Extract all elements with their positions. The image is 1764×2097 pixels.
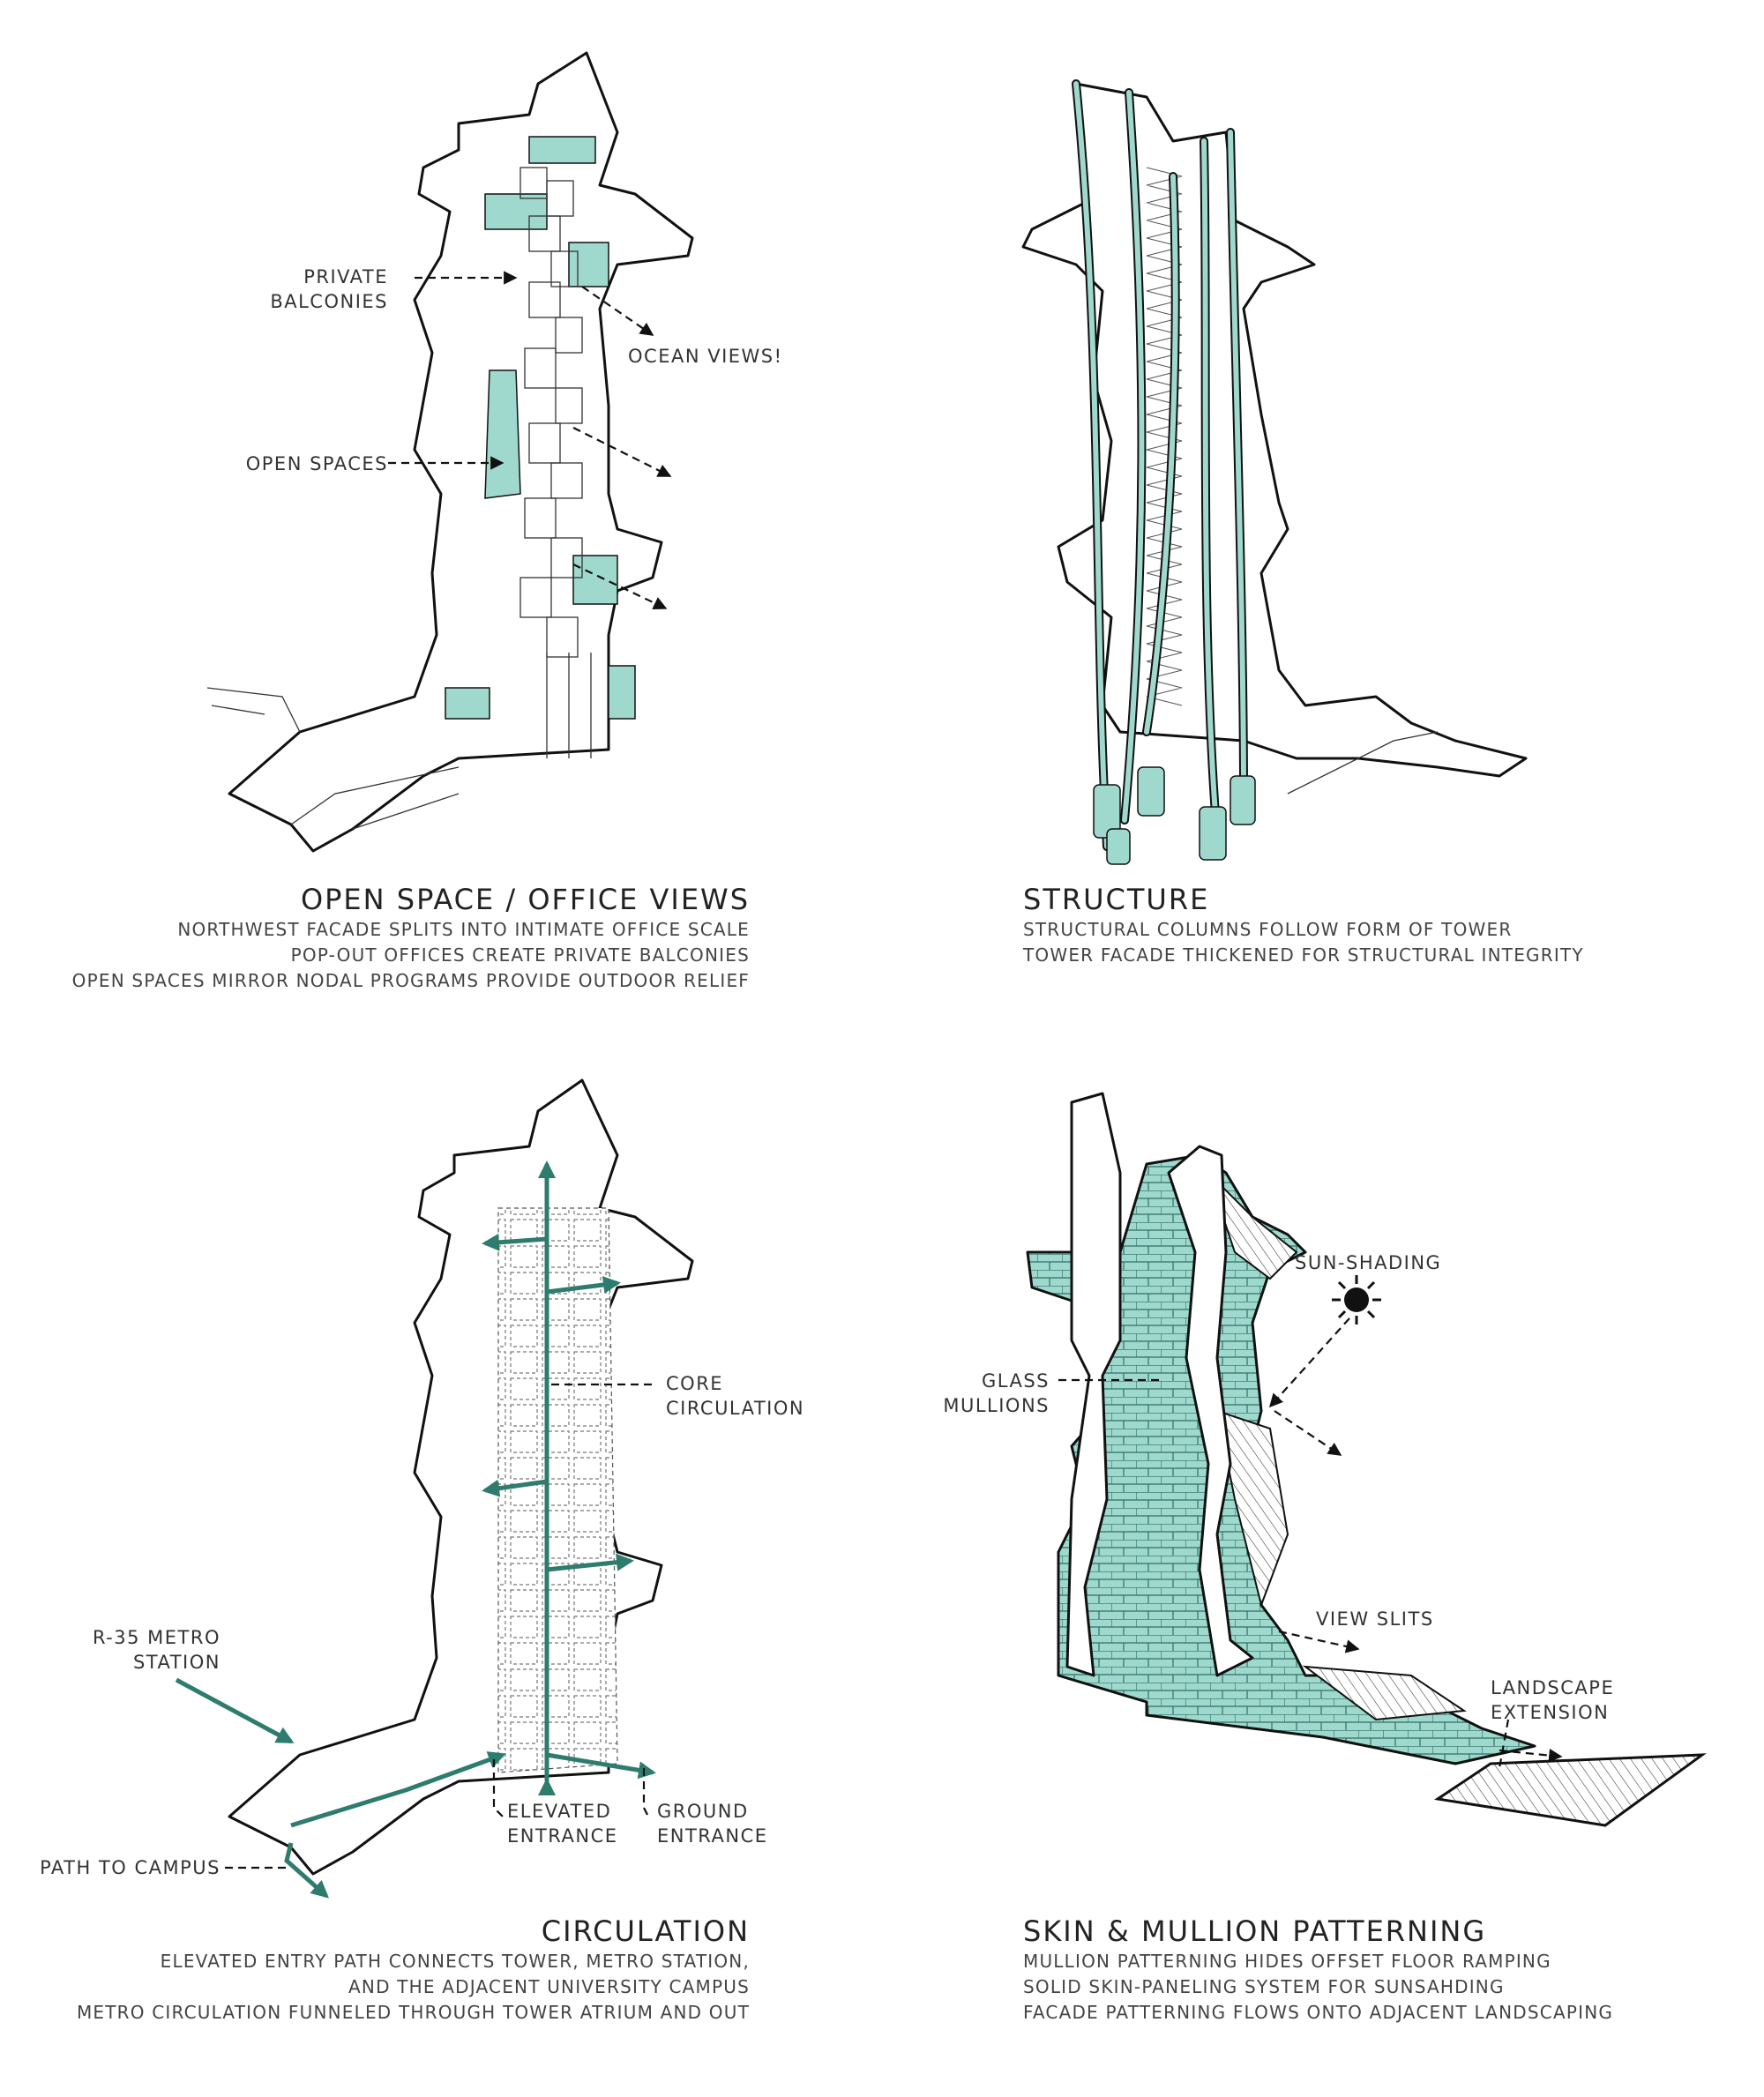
label-line: EXTENSION: [1491, 1702, 1610, 1723]
label-metro-station: R-35 METRO STATION: [53, 1625, 220, 1675]
core-atrium: [497, 1207, 618, 1773]
label-line: CIRCULATION: [666, 1398, 805, 1419]
tower-structure-drawing: [1021, 79, 1528, 865]
leader-ground: [642, 1768, 649, 1817]
label-path-to-campus: PATH TO CAMPUS: [40, 1857, 220, 1878]
label-landscape-extension: LANDSCAPE EXTENSION: [1491, 1675, 1614, 1725]
label-line: GROUND: [657, 1801, 749, 1822]
structural-columns: [1072, 79, 1248, 851]
landscape-extension: [1433, 1753, 1707, 1827]
sun-icon: [1332, 1275, 1381, 1325]
open-space-large: [484, 369, 521, 499]
leader-landscape: [1498, 1719, 1510, 1769]
label-sun-shading: SUN-SHADING: [1295, 1252, 1442, 1273]
label-line: BALCONIES: [270, 291, 388, 312]
label-line: ENTRANCE: [657, 1825, 768, 1847]
solid-skin-fin: [1065, 1092, 1122, 1677]
caption-line: TOWER FACADE THICKENED FOR STRUCTURAL IN…: [1023, 944, 1584, 966]
open-space: [568, 242, 609, 287]
caption-structure: STRUCTURE STRUCTURAL COLUMNS FOLLOW FORM…: [1023, 882, 1729, 968]
top-open-space: [528, 136, 596, 164]
open-space: [445, 687, 490, 720]
sun-reflect-arrow: [1274, 1410, 1342, 1456]
ocean-view-arrow: [572, 563, 668, 609]
caption-line: AND THE ADJACENT UNIVERSITY CAMPUS: [348, 1976, 750, 1997]
open-space: [484, 193, 548, 230]
sun-ray-arrow: [1268, 1317, 1350, 1408]
landscape-arrow: [1499, 1748, 1563, 1763]
caption-line: POP-OUT OFFICES CREATE PRIVATE BALCONIES: [290, 944, 750, 966]
ocean-view-arrow: [572, 427, 672, 477]
caption-line: SOLID SKIN-PANELING SYSTEM FOR SUNSAHDIN…: [1023, 1976, 1505, 1997]
caption-line: NORTHWEST FACADE SPLITS INTO INTIMATE OF…: [177, 919, 750, 940]
caption-open-space: OPEN SPACE / OFFICE VIEWS NORTHWEST FACA…: [44, 882, 750, 994]
circulation-arrows: [175, 1160, 656, 1899]
label-glass-mullions: GLASS MULLIONS: [917, 1369, 1050, 1418]
label-line: GLASS: [982, 1370, 1050, 1392]
label-line: PRIVATE: [303, 266, 388, 287]
caption-skin: SKIN & MULLION PATTERNING MULLION PATTER…: [1023, 1914, 1729, 2026]
label-open-spaces: OPEN SPACES: [245, 453, 388, 474]
ramp-core-zigzag: [1146, 167, 1183, 706]
caption-title: OPEN SPACE / OFFICE VIEWS: [300, 883, 750, 916]
caption-circulation: CIRCULATION ELEVATED ENTRY PATH CONNECTS…: [44, 1914, 750, 2026]
column-footings: [1093, 766, 1256, 865]
label-core-circulation: CORE CIRCULATION: [666, 1371, 804, 1421]
label-ocean-views: OCEAN VIEWS!: [628, 346, 783, 367]
tower-skin-drawing: [1026, 1092, 1707, 1827]
caption-title: SKIN & MULLION PATTERNING: [1023, 1914, 1487, 1948]
caption-line: STRUCTURAL COLUMNS FOLLOW FORM OF TOWER: [1023, 919, 1513, 940]
label-line: STATION: [132, 1652, 220, 1673]
tower-outline-3: [228, 1078, 694, 1876]
ocean-view-arrow: [581, 286, 654, 336]
caption-line: ELEVATED ENTRY PATH CONNECTS TOWER, METR…: [160, 1951, 750, 1972]
label-ground-entrance: GROUND ENTRANCE: [657, 1799, 768, 1848]
office-pop-outs: [206, 167, 592, 830]
label-line: CORE: [666, 1373, 724, 1394]
label-line: MULLIONS: [943, 1395, 1050, 1416]
label-line: R-35 METRO: [92, 1627, 220, 1648]
view-slit-arrow: [1278, 1630, 1360, 1653]
tower-circulation-drawing: [175, 1078, 694, 1899]
leader-elevated: [492, 1759, 504, 1817]
label-line: LANDSCAPE: [1491, 1677, 1615, 1698]
caption-line: OPEN SPACES MIRROR NODAL PROGRAMS PROVID…: [71, 970, 750, 991]
solid-skin-fin: [1167, 1145, 1254, 1677]
caption-line: FACADE PATTERNING FLOWS ONTO ADJACENT LA…: [1023, 2002, 1614, 2023]
caption-line: METRO CIRCULATION FUNNELED THROUGH TOWER…: [76, 2002, 750, 2023]
label-view-slits: VIEW SLITS: [1316, 1608, 1434, 1630]
open-space: [608, 665, 636, 720]
tower-open-space-drawing: [206, 51, 694, 853]
label-private-balconies: PRIVATE BALCONIES: [265, 265, 388, 314]
caption-title: CIRCULATION: [541, 1914, 750, 1948]
label-line: ENTRANCE: [507, 1825, 618, 1847]
caption-line: MULLION PATTERNING HIDES OFFSET FLOOR RA…: [1023, 1951, 1551, 1972]
open-space: [572, 555, 618, 605]
label-elevated-entrance: ELEVATED ENTRANCE: [507, 1799, 618, 1848]
metro-bridge: [1287, 731, 1439, 795]
caption-title: STRUCTURE: [1023, 883, 1210, 916]
solid-skin-panels: [1207, 1172, 1467, 1721]
label-line: ELEVATED: [507, 1801, 612, 1822]
